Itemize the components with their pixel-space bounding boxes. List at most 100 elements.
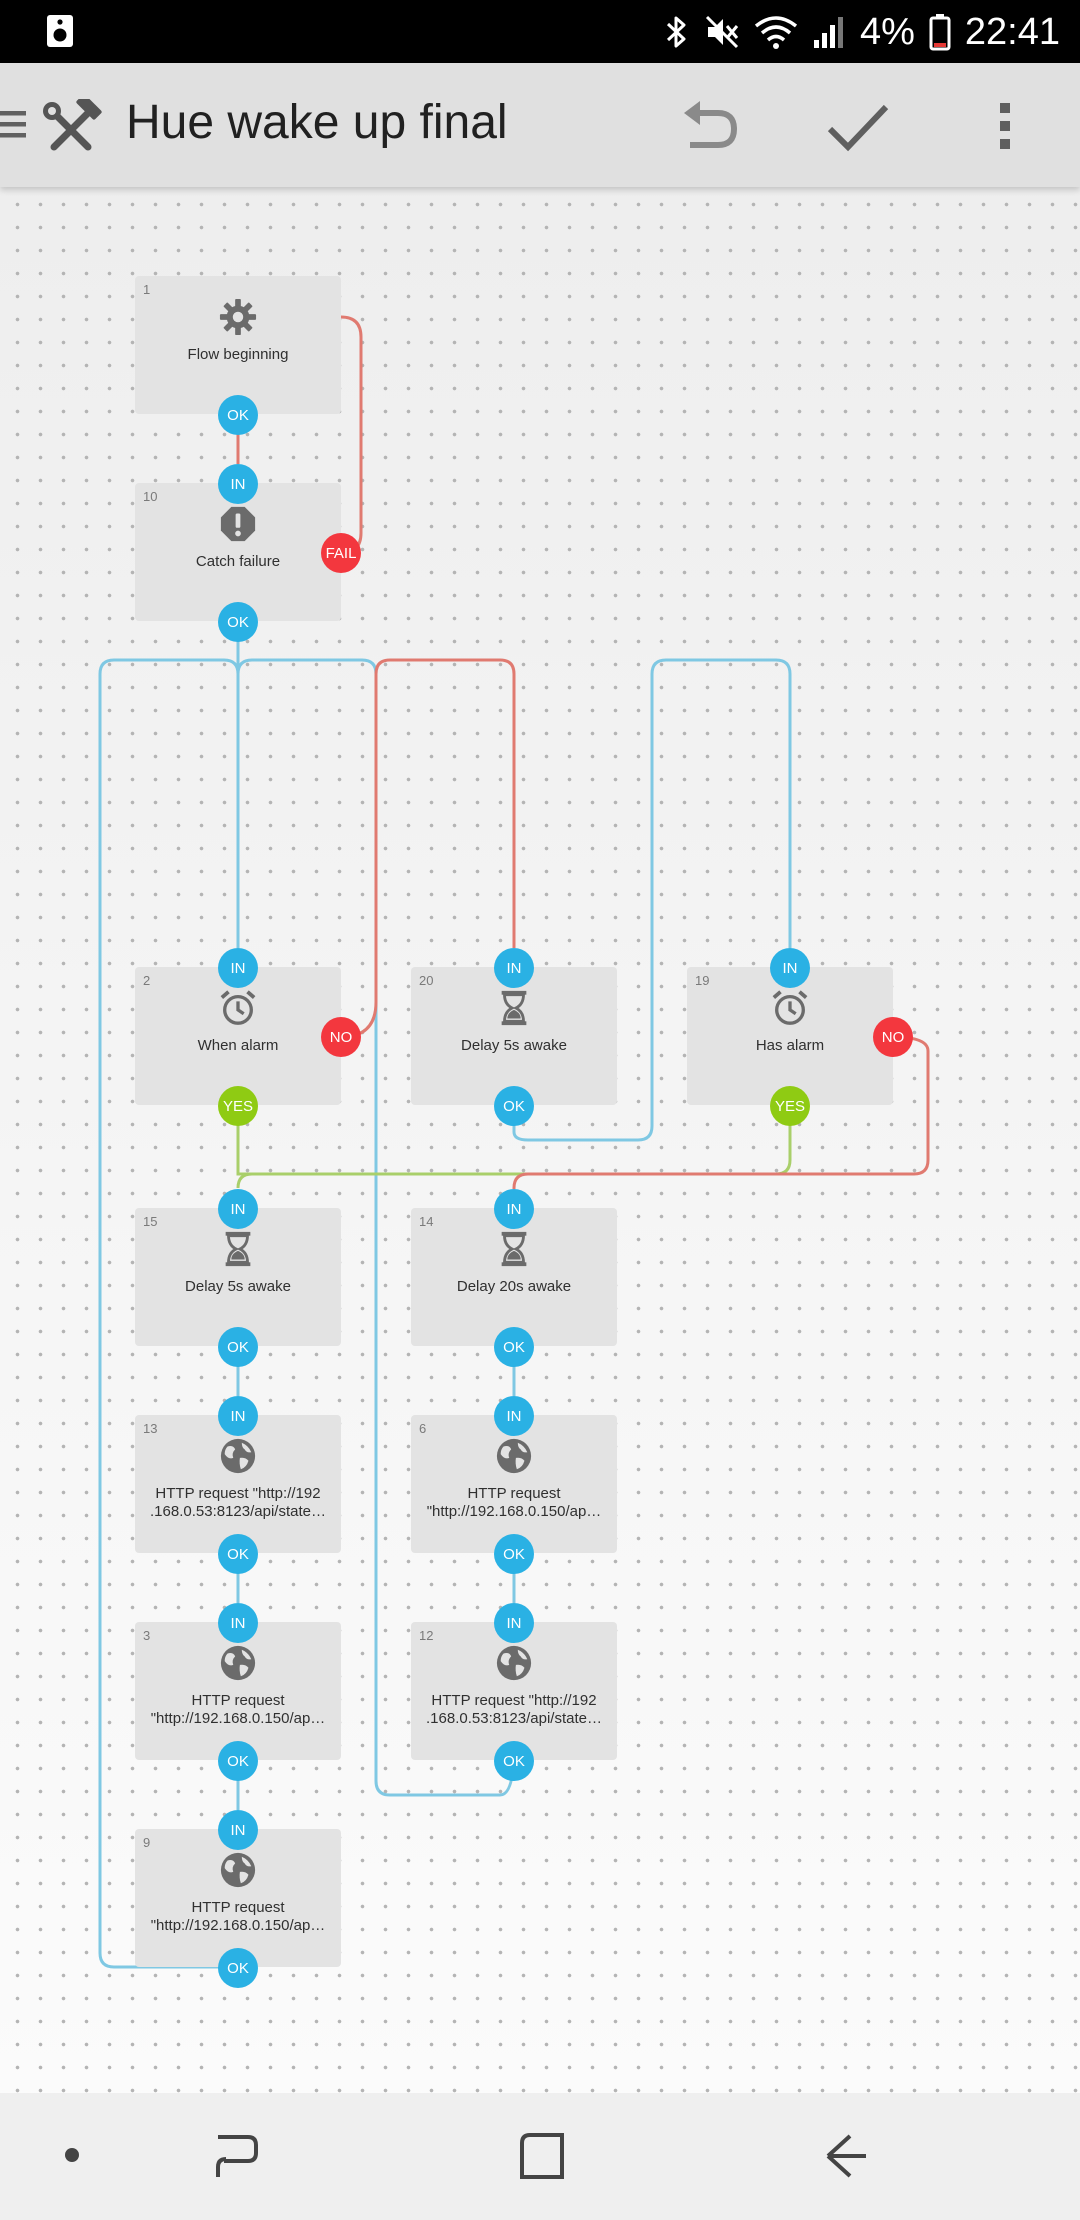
port-in[interactable]: IN [218, 1396, 258, 1436]
node-id: 13 [143, 1421, 158, 1436]
port-ok[interactable]: OK [494, 1741, 534, 1781]
port-ok[interactable]: OK [218, 395, 258, 435]
node-delay-5s-awake-15[interactable]: 15 Delay 5s awake [135, 1208, 341, 1346]
node-id: 10 [143, 489, 158, 504]
undo-icon[interactable] [680, 99, 740, 155]
tools-icon [43, 99, 102, 151]
node-label: HTTP request "http://192.168.0.150/ap… [426, 1485, 602, 1520]
signal-icon [813, 17, 843, 48]
alert-octagon-icon [219, 505, 257, 543]
port-in[interactable]: IN [494, 1396, 534, 1436]
toolbar: Hue wake up final [0, 63, 1080, 187]
battery-icon [929, 14, 951, 51]
port-ok[interactable]: OK [218, 1948, 258, 1988]
port-ok[interactable]: OK [494, 1327, 534, 1367]
port-ok[interactable]: OK [494, 1534, 534, 1574]
port-in[interactable]: IN [218, 1810, 258, 1850]
port-fail[interactable]: FAIL [321, 533, 361, 573]
node-http-request-12[interactable]: 12 HTTP request "http://192 .168.0.53:81… [411, 1622, 617, 1760]
wire [236, 658, 516, 1797]
node-id: 12 [419, 1628, 434, 1643]
node-http-request-3[interactable]: 3 HTTP request "http://192.168.0.150/ap… [135, 1622, 341, 1760]
hourglass-icon [495, 989, 533, 1027]
hourglass-icon [219, 1230, 257, 1268]
flow-canvas[interactable]: 1 Flow beginning 10 Catch failure 2 When… [0, 187, 1080, 2093]
node-when-alarm[interactable]: 2 When alarm [135, 967, 341, 1105]
node-label: HTTP request "http://192 .168.0.53:8123/… [426, 1692, 602, 1727]
mute-icon [705, 15, 739, 49]
node-http-request-6[interactable]: 6 HTTP request "http://192.168.0.150/ap… [411, 1415, 617, 1553]
node-http-request-9[interactable]: 9 HTTP request "http://192.168.0.150/ap… [135, 1829, 341, 1967]
globe-icon [219, 1437, 257, 1475]
port-ok[interactable]: OK [494, 1086, 534, 1126]
globe-icon [495, 1437, 533, 1475]
node-id: 6 [419, 1421, 427, 1436]
gear-icon [219, 298, 257, 336]
port-in[interactable]: IN [494, 948, 534, 988]
port-in[interactable]: IN [218, 1603, 258, 1643]
port-in[interactable]: IN [494, 1603, 534, 1643]
status-bar: 4% 22:41 [0, 0, 1080, 63]
node-label: Delay 20s awake [456, 1278, 572, 1295]
port-in[interactable]: IN [218, 1189, 258, 1229]
menu-icon[interactable] [0, 105, 28, 145]
check-icon[interactable] [824, 99, 892, 155]
node-id: 2 [143, 973, 151, 988]
port-ok[interactable]: OK [218, 1741, 258, 1781]
port-in[interactable]: IN [218, 948, 258, 988]
node-label: Delay 5s awake [185, 1278, 291, 1295]
flow-wires [98, 315, 930, 1969]
alarm-clock-icon [219, 989, 257, 1027]
hourglass-icon [495, 1230, 533, 1268]
back-icon[interactable] [822, 2133, 868, 2179]
wire [512, 1035, 930, 1189]
more-icon[interactable] [990, 99, 1020, 155]
node-label: Has alarm [755, 1037, 825, 1054]
node-id: 19 [695, 973, 710, 988]
node-id: 3 [143, 1628, 151, 1643]
port-ok[interactable]: OK [218, 1327, 258, 1367]
node-id: 15 [143, 1214, 158, 1229]
node-id: 14 [419, 1214, 434, 1229]
node-id: 9 [143, 1835, 151, 1850]
node-flow-beginning[interactable]: 1 Flow beginning [135, 276, 341, 414]
recent-apps-icon[interactable] [214, 2133, 266, 2181]
wire [340, 658, 516, 1039]
node-has-alarm[interactable]: 19 Has alarm [687, 967, 893, 1105]
globe-icon [219, 1644, 257, 1682]
port-no[interactable]: NO [321, 1017, 361, 1057]
globe-icon [219, 1851, 257, 1889]
bluetooth-icon [666, 16, 686, 48]
node-label: Catch failure [195, 553, 281, 570]
home-icon[interactable] [516, 2131, 568, 2183]
alarm-clock-icon [771, 989, 809, 1027]
wire [512, 658, 792, 1142]
port-in[interactable]: IN [494, 1189, 534, 1229]
battery-percent: 4% [859, 10, 915, 53]
node-delay-20s-awake[interactable]: 14 Delay 20s awake [411, 1208, 617, 1346]
wifi-icon [754, 16, 798, 49]
port-yes[interactable]: YES [770, 1086, 810, 1126]
node-id: 1 [143, 282, 151, 297]
speaker-icon [47, 15, 73, 47]
port-in[interactable]: IN [218, 464, 258, 504]
port-in[interactable]: IN [770, 948, 810, 988]
node-label: HTTP request "http://192.168.0.150/ap… [150, 1692, 326, 1727]
navigation-bar [0, 2093, 1080, 2220]
node-label: When alarm [197, 1037, 279, 1054]
node-http-request-13[interactable]: 13 HTTP request "http://192 .168.0.53:81… [135, 1415, 341, 1553]
port-yes[interactable]: YES [218, 1086, 258, 1126]
port-ok[interactable]: OK [218, 1534, 258, 1574]
node-label: Delay 5s awake [461, 1037, 567, 1054]
node-label: HTTP request "http://192 .168.0.53:8123/… [150, 1485, 326, 1520]
flow-title: Hue wake up final [126, 96, 508, 149]
node-label: HTTP request "http://192.168.0.150/ap… [150, 1899, 326, 1934]
node-delay-5s-awake-20[interactable]: 20 Delay 5s awake [411, 967, 617, 1105]
node-catch-failure[interactable]: 10 Catch failure [135, 483, 341, 621]
port-ok[interactable]: OK [218, 602, 258, 642]
node-id: 20 [419, 973, 434, 988]
port-no[interactable]: NO [873, 1017, 913, 1057]
dot-icon[interactable] [60, 2143, 84, 2167]
node-label: Flow beginning [187, 346, 289, 363]
globe-icon [495, 1644, 533, 1682]
